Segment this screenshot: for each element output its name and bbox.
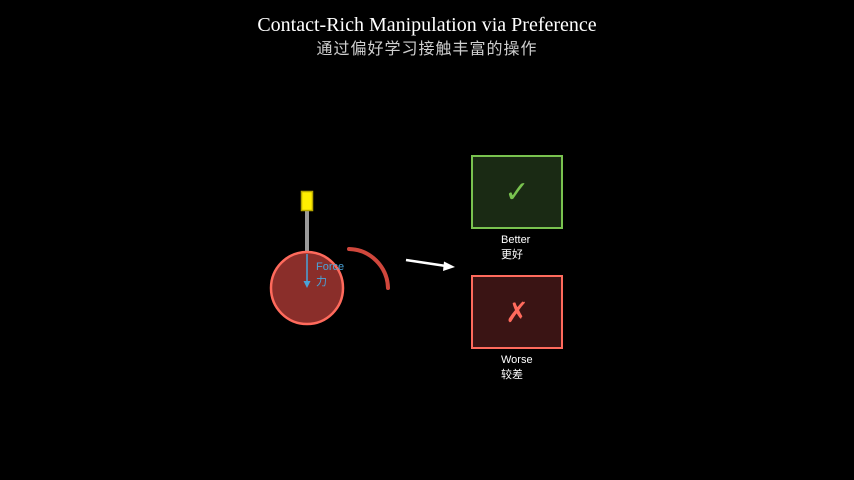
force-arrowhead (303, 281, 311, 288)
force-label-en: Force (316, 261, 344, 273)
check-icon: ✓ (504, 175, 529, 210)
worse-label-zh: 较差 (501, 367, 523, 381)
preference-arrow (405, 258, 447, 268)
worse-label-en: Worse (501, 354, 533, 366)
worse-box (471, 275, 563, 349)
diagram-subtitle: 通过偏好学习接触丰富的操作 (316, 39, 538, 58)
better-label-en: Better (501, 234, 531, 246)
preference-arrowhead (443, 261, 455, 271)
force-label-zh: 力 (316, 275, 327, 288)
better-box (471, 155, 563, 229)
cross-icon: ✗ (505, 296, 528, 329)
better-label-zh: 更好 (501, 247, 523, 261)
gripper-rod (305, 208, 309, 256)
contact-arc (347, 247, 390, 290)
diagram-title: Contact-Rich Manipulation via Preference (257, 14, 597, 36)
gripper-head (300, 190, 314, 212)
